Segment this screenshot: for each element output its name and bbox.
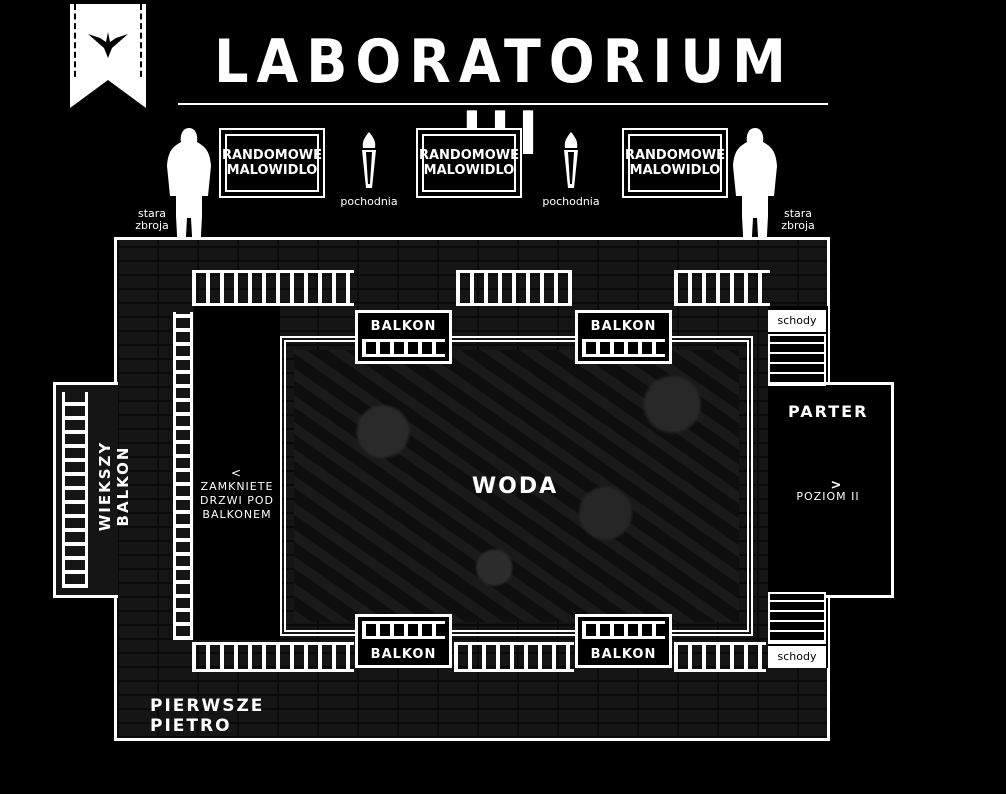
balcony-top-left[interactable]: BALKON: [355, 310, 452, 364]
armor-statue-left: [167, 128, 211, 254]
balcony-railing: [582, 621, 665, 639]
first-floor-label: PIERWSZE PIETRO: [150, 696, 265, 736]
painting-2: RANDOMOWE MALOWIDLO: [416, 128, 522, 198]
level-link-label[interactable]: POZIOM II: [796, 490, 860, 503]
top-railing-center: [456, 270, 572, 306]
left-railing: [173, 312, 193, 640]
bottom-railing-left: [192, 642, 354, 672]
armor-label-right: stara zbroja: [781, 207, 815, 232]
balcony-railing: [362, 621, 445, 639]
torch-label-1: pochodnia: [340, 195, 398, 208]
balcony-label: BALKON: [370, 319, 437, 334]
door-arrow: <: [230, 466, 242, 480]
balcony-bottom-right[interactable]: BALKON: [575, 614, 672, 668]
big-balcony-label: WIEKSZY BALKON: [96, 440, 132, 532]
stairs-bottom[interactable]: [768, 592, 826, 644]
bottom-railing-center: [454, 642, 574, 672]
torch-label-2: pochodnia: [542, 195, 600, 208]
top-railing-left: [192, 270, 354, 306]
water-pool: [294, 350, 739, 622]
ground-floor-label: PARTER: [788, 402, 869, 421]
under-balcony-corridor: [194, 306, 280, 640]
eagle-icon: [88, 32, 128, 58]
stairs-label-bottom: schody: [768, 646, 826, 668]
bottom-railing-right: [674, 642, 766, 672]
page-title: LABORATORIUM III: [214, 27, 794, 169]
top-railing-right: [674, 270, 770, 306]
ribbon-notch: [70, 80, 146, 108]
balcony-label: BALKON: [370, 647, 437, 662]
balcony-bottom-left[interactable]: BALKON: [355, 614, 452, 668]
painting-1: RANDOMOWE MALOWIDLO: [219, 128, 325, 198]
armor-statue-right: [733, 128, 777, 254]
level-arrow: >: [830, 478, 842, 493]
locked-door-label[interactable]: ZAMKNIETE DRZWI POD BALKONEM: [199, 480, 275, 521]
torch-icon: [362, 132, 376, 188]
stairs-label-top: schody: [768, 310, 826, 332]
torch-icon: [564, 132, 578, 188]
water-label: WODA: [471, 474, 559, 499]
title-divider: [178, 103, 828, 105]
painting-3: RANDOMOWE MALOWIDLO: [622, 128, 728, 198]
balcony-railing: [362, 339, 445, 357]
armor-label-left: stara zbroja: [135, 207, 169, 232]
stairs-top[interactable]: [768, 334, 826, 386]
balcony-label: BALKON: [590, 647, 657, 662]
right-wing: [826, 382, 894, 598]
balcony-label: BALKON: [590, 319, 657, 334]
big-balcony-railing: [62, 392, 88, 588]
pool-border: [280, 336, 753, 636]
balcony-railing: [582, 339, 665, 357]
balcony-top-right[interactable]: BALKON: [575, 310, 672, 364]
